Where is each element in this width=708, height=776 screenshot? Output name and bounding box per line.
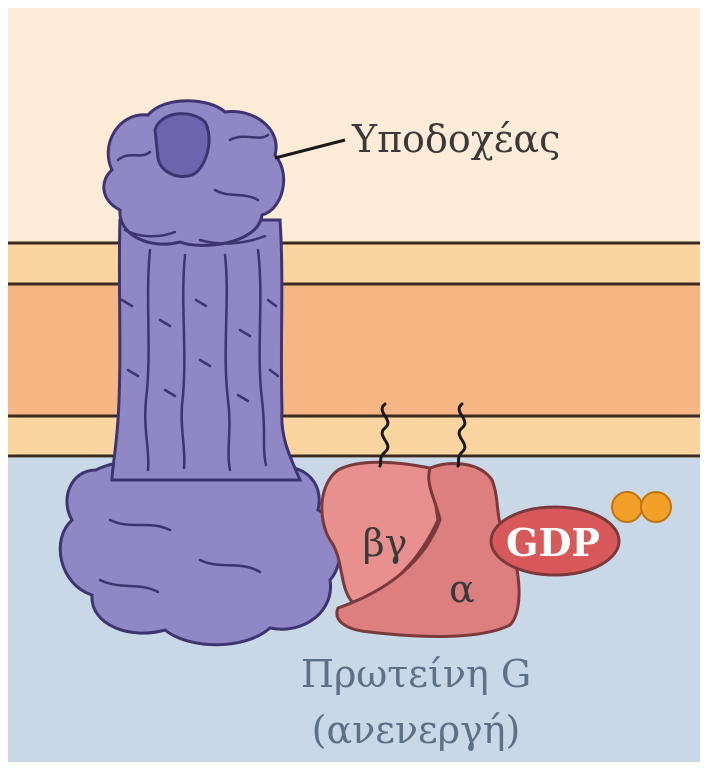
gdp-label: GDP xyxy=(506,520,600,565)
beta-gamma-label: βγ xyxy=(363,521,408,565)
membrane-outer-leaflet xyxy=(8,242,700,284)
phosphate-bead-icon xyxy=(612,492,642,522)
receptor-label: Υποδοχέας xyxy=(351,117,560,161)
alpha-label: α xyxy=(449,567,475,611)
protein-g-state-label: (ανενεργή) xyxy=(312,708,521,752)
membrane-inner-leaflet xyxy=(8,416,700,456)
phosphate-bead-icon xyxy=(641,492,671,522)
ligand-binding-pocket xyxy=(155,114,209,177)
g-protein xyxy=(322,462,519,636)
protein-g-label: Πρωτείνη G xyxy=(301,652,531,696)
receptor-transmembrane-domain xyxy=(112,220,300,480)
receptor-intracellular-domain xyxy=(60,455,340,644)
membrane-core xyxy=(8,284,700,416)
